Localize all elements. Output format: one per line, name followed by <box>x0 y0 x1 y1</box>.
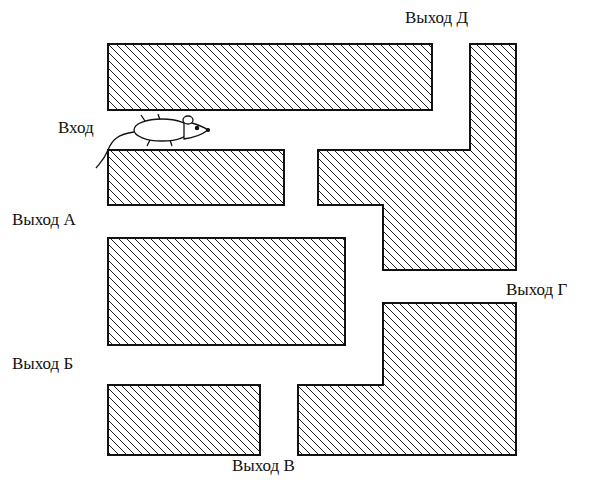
exit-label: Выход Б <box>12 354 73 374</box>
mouse-nose <box>207 129 210 132</box>
exit-label: Выход В <box>232 456 295 476</box>
maze-wall <box>298 303 516 455</box>
entrance-label: Вход <box>58 118 94 138</box>
maze-wall <box>108 150 284 205</box>
maze-wall <box>318 44 516 270</box>
maze-wall <box>108 385 260 455</box>
mouse-tail <box>96 132 134 168</box>
exit-label: Выход Г <box>506 280 567 300</box>
mouse-eye <box>195 126 198 129</box>
exit-label: Выход А <box>12 210 76 230</box>
exit-label: Выход Д <box>405 8 468 28</box>
mouse-body <box>134 119 190 141</box>
maze-wall <box>108 44 432 110</box>
maze-wall <box>108 238 345 345</box>
mouse <box>96 114 209 168</box>
mouse-ear <box>183 116 193 124</box>
